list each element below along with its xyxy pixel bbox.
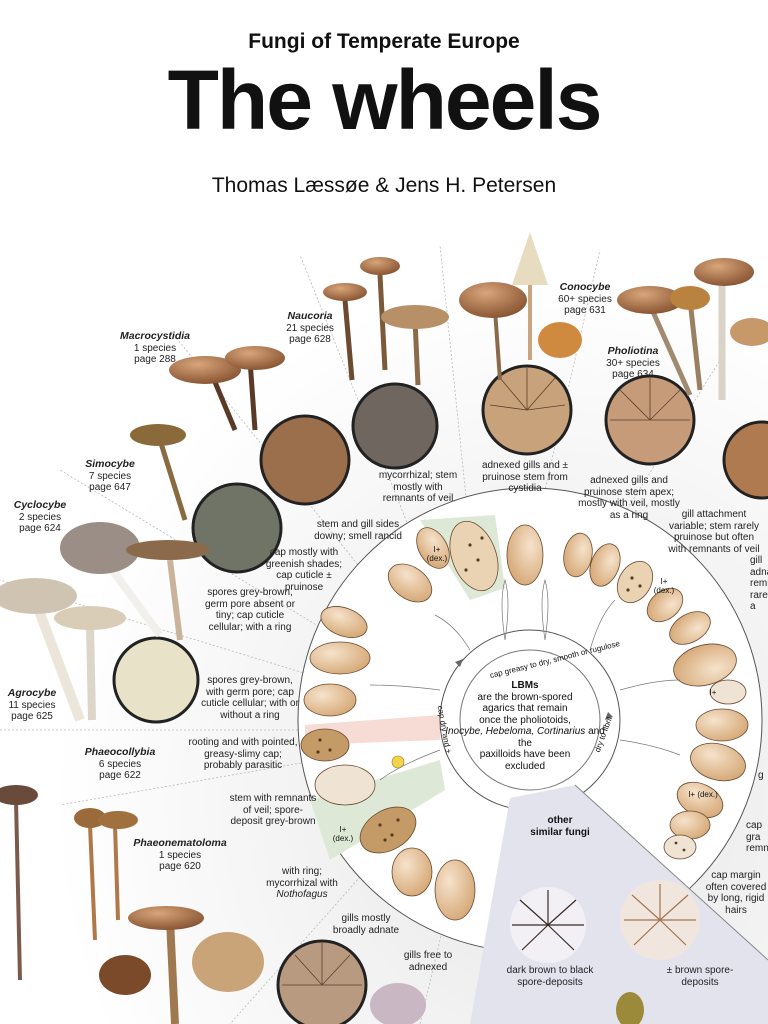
spore	[416, 527, 450, 569]
zoom-simocybe	[191, 482, 283, 574]
desc-edge-gill: gill adnate remnan rarely a	[750, 555, 768, 612]
green-band-left	[310, 760, 445, 860]
desc-cap-margin: cap margin often covered by long, rigid …	[705, 870, 767, 916]
yellow-spore-dot	[391, 755, 405, 769]
spore	[391, 847, 433, 897]
desc-agrocybe: spores grey-brown, with germ pore; cap c…	[201, 675, 299, 721]
spore	[300, 728, 350, 762]
desc-nothofagus: with ring; mycorrhizal with Nothofagus	[266, 866, 338, 900]
desc-conocybe: adnexed gills and ± pruinose stem from c…	[481, 460, 569, 494]
mushroom-illustrations	[0, 232, 768, 1024]
spore	[663, 834, 697, 860]
dex-mark: I+ (dex.)	[426, 545, 448, 563]
spore	[434, 859, 476, 921]
spore	[673, 643, 737, 687]
gill-lines	[282, 368, 690, 986]
spore	[616, 560, 654, 604]
desc-brown-spore: ± brown spore-deposits	[666, 965, 734, 988]
zoom-gill-attach	[722, 420, 768, 500]
desc-gills-free: gills free to adnexed	[403, 950, 453, 973]
zoom-macrocystidia	[259, 414, 351, 506]
brown-spore-print-lines	[624, 884, 696, 946]
spore	[589, 543, 621, 587]
spore	[314, 764, 376, 806]
book-subtitle: Fungi of Temperate Europe	[248, 30, 520, 53]
spore	[506, 524, 544, 586]
desc-phaeonematoloma: stem with remnants of veil; spore-deposi…	[229, 793, 317, 827]
spore	[309, 641, 371, 675]
cystidia	[369, 578, 681, 781]
spore	[695, 708, 749, 742]
spore-ring	[300, 520, 749, 921]
desc-naucoria: mycorrhizal; stem mostly with remnants o…	[378, 470, 458, 504]
spore	[669, 810, 711, 840]
spore	[709, 679, 747, 705]
dex-mark: I+	[709, 688, 717, 697]
other-fungi-wedge	[470, 785, 768, 1024]
page-title: The wheels	[167, 53, 603, 147]
dex-mark: I+ (dex.)	[688, 790, 718, 799]
spore	[320, 606, 368, 638]
wheel-center-text: LBMs are the brown-spored agarics that r…	[445, 680, 605, 772]
wheel-center	[459, 649, 601, 791]
desc-edge-g: g	[758, 770, 764, 781]
spore	[387, 563, 433, 603]
spore	[359, 806, 417, 854]
spore-spots	[316, 536, 686, 852]
zoom-naucoria	[351, 382, 439, 470]
desc-edge-cap: cap gra remna	[746, 820, 768, 854]
desc-pholiotina: adnexed gills and pruinose stem apex; mo…	[578, 475, 680, 521]
zoom-agrocybe	[112, 636, 200, 724]
dex-mark: I+ (dex.)	[653, 577, 675, 595]
desc-gills-adnate: gills mostly broadly adnate	[332, 913, 400, 936]
spore	[646, 587, 684, 623]
desc-simocybe: cap mostly with greenish shades; cap cut…	[265, 547, 343, 593]
wedge-edge	[574, 784, 768, 961]
spore	[690, 742, 746, 782]
desc-dark-spore: dark brown to black spore-deposits	[506, 965, 594, 988]
dex-mark: I+ (dex.)	[332, 825, 354, 843]
spore	[563, 532, 593, 578]
desc-cyclocybe: spores grey-brown, germ pore absent or t…	[204, 587, 296, 633]
desc-gill-attachment: gill attachment variable; stem rarely pr…	[668, 509, 760, 555]
desc-macrocystidia: stem and gill sides downy; smell rancid	[314, 519, 402, 542]
desc-phaeocollybia: rooting and with pointed, greasy-slimy c…	[188, 737, 298, 771]
arrow-marker	[455, 659, 463, 667]
spore	[303, 683, 357, 717]
dark-spore-print-lines	[512, 890, 584, 951]
spore	[669, 611, 711, 645]
spore	[449, 520, 499, 592]
arrow-marker	[605, 712, 613, 720]
authors: Thomas Læssøe & Jens H. Petersen	[211, 174, 557, 197]
